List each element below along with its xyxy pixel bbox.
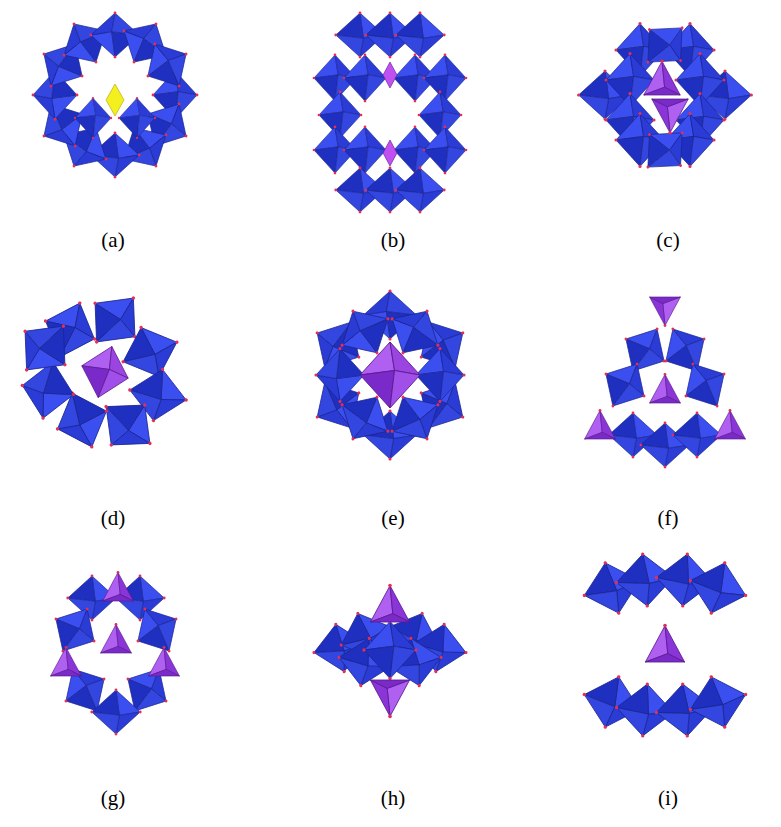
polyhedron-cluster <box>4 279 192 466</box>
figure-label: (b) <box>381 228 406 253</box>
polyhedron-cluster <box>577 10 753 184</box>
polyhedron-cluster <box>313 12 468 214</box>
polyhedron-cluster <box>302 289 478 460</box>
figure-label: (h) <box>381 786 406 811</box>
polyhedron-cluster <box>585 297 746 468</box>
figure-label: (f) <box>658 506 679 531</box>
polyhedron-cluster <box>42 571 190 735</box>
polyhedron-cluster <box>30 10 200 180</box>
polyhedron-cluster <box>576 550 755 740</box>
polyhedron-cluster <box>308 584 472 718</box>
figure-label: (e) <box>381 506 404 531</box>
figure-label: (a) <box>101 228 124 253</box>
figure-label: (g) <box>101 786 126 811</box>
figure-label: (d) <box>101 506 126 531</box>
figure-label: (i) <box>658 786 678 811</box>
figure-label: (c) <box>656 228 679 253</box>
